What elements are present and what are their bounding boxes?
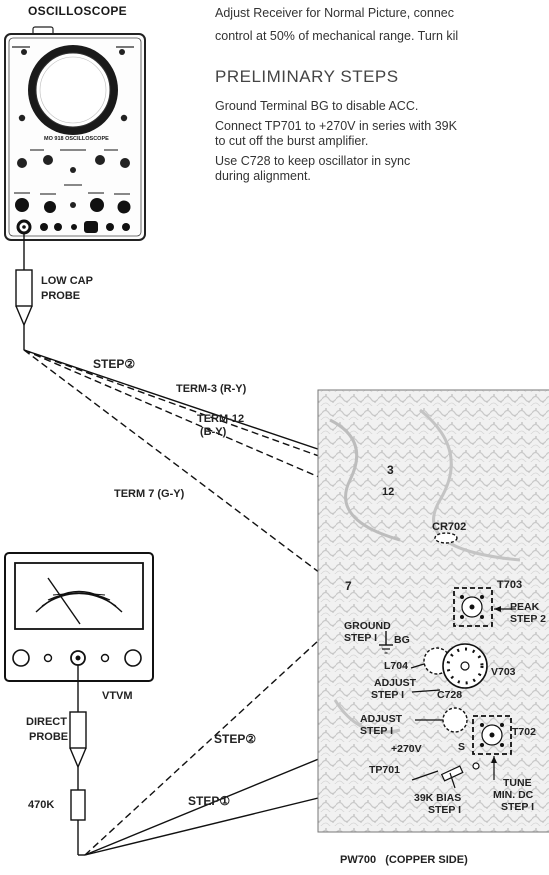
oscilloscope-device (4, 26, 146, 241)
l704-label: L704 (384, 660, 408, 672)
t703-label: T703 (497, 579, 523, 591)
adjust-1-label-2: STEP I (371, 689, 405, 701)
direct-probe-label-2: PROBE (29, 731, 69, 743)
vtvm-meter (4, 552, 154, 682)
tune-label-2: MIN. DC (493, 789, 534, 801)
ground-label-2: STEP I (344, 632, 378, 644)
adjust-2-label-1: ADJUST (360, 713, 403, 725)
oscilloscope-title: OSCILLOSCOPE (28, 4, 127, 18)
adjust-2-label-2: STEP I (360, 725, 394, 737)
step-1-bottom-label: STEP① (188, 794, 231, 808)
preliminary-step-sync-line-2: during alignment. (215, 169, 311, 183)
plus-270v-label: +270V (391, 743, 422, 755)
low-cap-probe (15, 233, 33, 350)
adjust-1-label-1: ADJUST (374, 677, 417, 689)
ground-label-1: GROUND (344, 620, 391, 632)
direct-probe (69, 665, 87, 856)
step-2-bottom-label: STEP② (214, 732, 257, 746)
s-label: S (458, 741, 466, 753)
low-cap-probe-label-1: LOW CAP (41, 275, 93, 287)
vtvm-label: VTVM (102, 690, 133, 702)
term-3-label: TERM-3 (R-Y) (176, 383, 247, 395)
preliminary-step-ground: Ground Terminal BG to disable ACC. (215, 99, 419, 113)
circuit-board (317, 389, 549, 833)
c728-label: C728 (437, 689, 463, 701)
low-cap-probe-label-2: PROBE (41, 290, 81, 302)
tp701-label: TP701 (369, 764, 400, 776)
pin-7-label: 7 (345, 579, 352, 593)
t702-label: T702 (512, 726, 536, 738)
intro-line-2: control at 50% of mechanical range. Turn… (215, 29, 459, 43)
resistor-470k-label: 470K (28, 799, 55, 811)
peak-label-1: PEAK (510, 601, 540, 613)
pin-12-label: 12 (382, 486, 395, 498)
board-caption: PW700 (COPPER SIDE) (340, 854, 468, 866)
bias-39k-label-2: STEP I (428, 804, 462, 816)
direct-probe-label-1: DIRECT (26, 716, 67, 728)
peak-label-2: STEP 2 (510, 613, 546, 625)
preliminary-heading: PRELIMINARY STEPS (215, 67, 399, 86)
preliminary-step-sync-line-1: Use C728 to keep oscillator in sync (215, 154, 411, 168)
cr702-label: CR702 (432, 521, 467, 533)
bg-label: BG (394, 634, 410, 646)
preliminary-step-connect-line-2: to cut off the burst amplifier. (215, 134, 369, 148)
step-2-top-label: STEP② (93, 357, 136, 371)
term-12-label-2: (B-Y) (200, 426, 227, 438)
intro-line-1: Adjust Receiver for Normal Picture, conn… (215, 6, 454, 20)
v703-label: V703 (491, 666, 516, 678)
preliminary-step-connect-line-1: Connect TP701 to +270V in series with 39… (215, 119, 457, 133)
term-12-label-1: TERM-12 (197, 413, 245, 425)
tune-label-1: TUNE (503, 777, 532, 789)
tune-label-3: STEP I (501, 801, 535, 813)
pin-3-label: 3 (387, 463, 394, 477)
oscilloscope-model-label: MO 918 OSCILLOSCOPE (44, 136, 109, 142)
term-7-label: TERM 7 (G-Y) (114, 488, 185, 500)
bias-39k-label-1: 39K BIAS (414, 792, 462, 804)
